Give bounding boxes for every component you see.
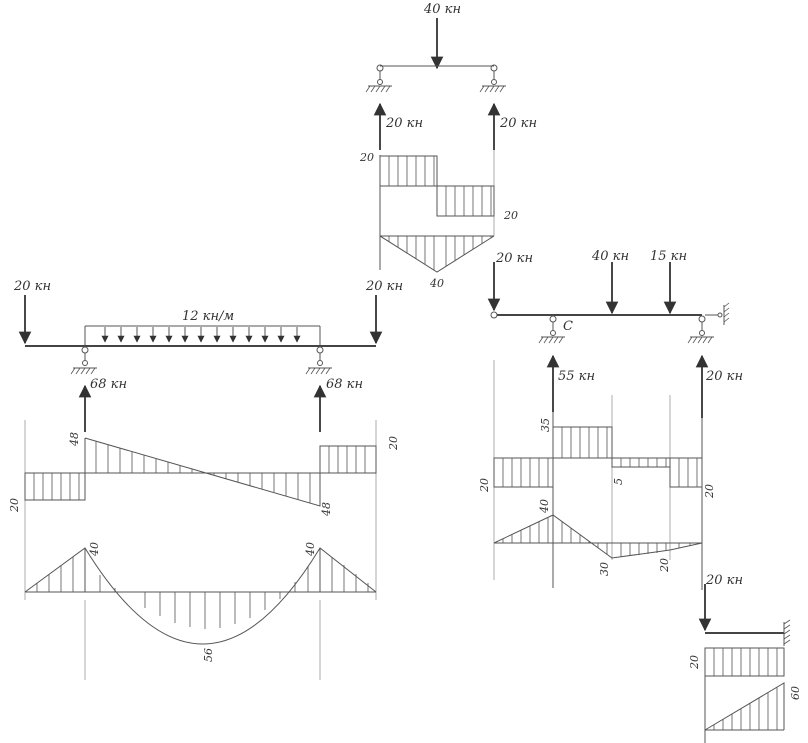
main-shear-bottom-value: 48 [320, 502, 333, 517]
right-end-load-label: 20 кн [365, 279, 403, 294]
r-shear-20-right-value: 20 [703, 484, 716, 499]
top-moment-diagram: 40 [379, 235, 495, 290]
top-right-reaction-label: 20 кн [499, 116, 537, 131]
r-shear-35-value: 35 [539, 418, 552, 432]
top-left-reaction-label: 20 кн [385, 116, 423, 131]
r-moment-40-value: 40 [538, 499, 551, 514]
top-right-support [479, 64, 506, 93]
hinge-left [490, 311, 498, 319]
main-beam-group: 20 кн 20 кн 12 кн/м 68 кн [8, 279, 403, 680]
main-moment-diagram: 40 40 56 [24, 542, 377, 680]
r-shear-20-left-value: 20 [478, 478, 491, 493]
distributed-load-label: 12 кн/м [182, 309, 234, 324]
left-reaction-label: 68 кн [90, 377, 127, 392]
r-moment-20-value: 20 [658, 558, 671, 573]
main-left-support [70, 346, 97, 375]
top-beam-group: 40 кн 20 кн 20 кн 20 2 [359, 2, 537, 290]
left-end-load-label: 20 кн [13, 279, 51, 294]
r-load-left-label: 20 кн [495, 251, 533, 266]
main-shear-left-value: 20 [8, 498, 21, 513]
r-reaction-c-label: 55 кн [558, 369, 595, 384]
bottom-moment-diagram: 60 [704, 676, 802, 743]
main-moment-left-value: 40 [88, 542, 101, 557]
top-left-support [365, 64, 392, 93]
top-load-label: 40 кн [423, 2, 461, 17]
support-c-label: C [563, 319, 573, 334]
r-moment-diagram: 40 30 20 [493, 499, 703, 576]
bottom-moment-value: 60 [789, 686, 802, 700]
r-load-right-label: 15 кн [650, 249, 687, 264]
r-moment-30-value: 30 [598, 562, 611, 576]
top-shear-left-value: 20 [359, 151, 374, 164]
bottom-beam-group: 20 кн 20 60 [688, 573, 802, 743]
main-moment-mid-value: 56 [202, 648, 215, 662]
main-shear-right-value: 20 [387, 436, 400, 451]
top-shear-right-value: 20 [503, 209, 518, 222]
right-reaction-label: 68 кн [326, 377, 363, 392]
right-end-support [687, 302, 730, 344]
r-reaction-right-label: 20 кн [705, 369, 743, 384]
bottom-shear-diagram: 20 [688, 647, 785, 677]
r-shear-5-value: 5 [612, 478, 625, 485]
main-right-support [305, 346, 332, 375]
main-shear-top-value: 48 [68, 432, 81, 447]
r-load-mid-label: 40 кн [591, 249, 629, 264]
bottom-load-label: 20 кн [705, 573, 743, 588]
main-shear-diagram: 48 48 20 20 [8, 420, 400, 600]
main-moment-right-value: 40 [304, 542, 317, 557]
bottom-shear-value: 20 [688, 655, 701, 670]
support-c [538, 315, 565, 344]
distributed-load: 12 кн/м [84, 309, 321, 345]
bottom-fixed-support [783, 619, 791, 646]
right-beam-group: 20 кн 40 кн 15 кн C 55 кн 20 [478, 249, 743, 590]
r-shear-diagram: 35 20 5 20 [478, 360, 716, 590]
top-moment-value: 40 [429, 277, 444, 290]
top-shear-diagram: 20 20 [359, 150, 518, 270]
